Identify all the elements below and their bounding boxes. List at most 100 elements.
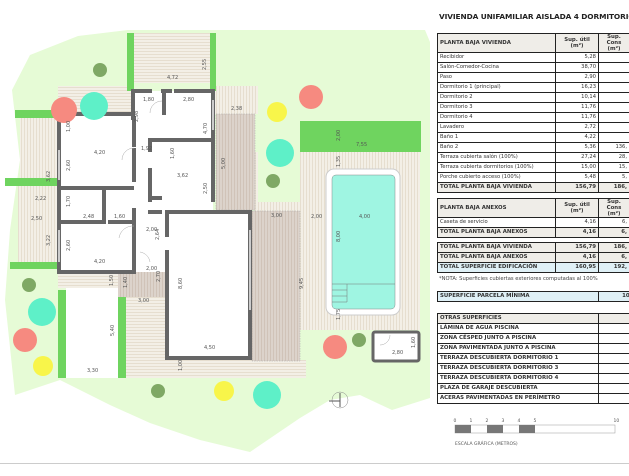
table-row: SUPERFICIE PARCELA MÍNIMA10.000, <box>437 291 629 302</box>
dim-label: 1,80 <box>143 97 154 103</box>
dim-label: 3,62 <box>177 173 188 179</box>
terrace-top <box>133 33 213 83</box>
dim-label: 3,22 <box>46 235 52 246</box>
note: *NOTA: Superficies cubiertas exteriores … <box>439 276 598 282</box>
dim-label: 1,00 <box>178 360 184 371</box>
hedges <box>5 33 421 378</box>
tree-salmon <box>299 85 323 109</box>
dim-label: 2,00 <box>311 214 322 220</box>
scale-tick-label: 2 <box>486 418 489 424</box>
table-row: LÁMINA DE AGUA PISCINA32, <box>437 323 629 334</box>
table-row: Caseta de servicio 4,16 6, <box>437 217 629 228</box>
dim-label: 1,92 <box>141 146 152 152</box>
area-schedule: VIVIENDA UNIFAMILIAR AISLADA 4 DORMITORI… <box>437 0 629 476</box>
dim-label: 1,70 <box>66 196 72 207</box>
dim-label: 2,64 <box>155 229 161 240</box>
garage-path <box>58 272 120 288</box>
dim-label: 1,00 <box>66 121 72 132</box>
dim-label: 1,60 <box>170 148 176 159</box>
trees <box>13 63 366 409</box>
tree-salmon <box>13 328 37 352</box>
dim-label: 2,98 <box>134 111 140 122</box>
tree-dark-green <box>352 333 366 347</box>
table-row: ZONA CÉSPED JUNTO A PISCINA15, <box>437 333 629 344</box>
terrace-left-1 <box>20 118 58 180</box>
tree-salmon <box>323 335 347 359</box>
dim-label: 1,75 <box>336 309 342 320</box>
sheet-title: VIVIENDA UNIFAMILIAR AISLADA 4 DORMITORI… <box>439 12 629 21</box>
dim-label: 2,60 <box>66 160 72 171</box>
dim-label: 2,22 <box>35 196 46 202</box>
door-swings <box>118 100 391 346</box>
dim-label: 3,62 <box>46 171 52 182</box>
dim-label: 9,45 <box>299 278 305 289</box>
tree-yellow <box>267 102 287 122</box>
dim-label: 1,60 <box>411 337 417 348</box>
dim-label: 4,50 <box>204 345 215 351</box>
table-parcela: SUPERFICIE PARCELA MÍNIMA10.000, <box>437 291 629 302</box>
scale-tick-label: 0 <box>454 418 457 424</box>
table-otras: OTRAS SUPERFICIES LÁMINA DE AGUA PISCINA… <box>437 313 629 404</box>
table-row: Dormitorio 1 (principal)16,23 <box>437 82 629 93</box>
dim-label: 3,00 <box>138 298 149 304</box>
scale-tick-label: 4 <box>518 418 521 424</box>
scale-tick-label: 10 <box>614 418 620 424</box>
pool-water <box>331 174 396 310</box>
table-header: OTRAS SUPERFICIES <box>437 313 629 324</box>
table-row: ZONA PAVIMENTADA JUNTO A PISCINA48, <box>437 343 629 354</box>
dim-label: 4,72 <box>167 75 178 81</box>
tree-yellow <box>214 381 234 401</box>
dim-label: 2,00 <box>336 130 342 141</box>
tree-yellow <box>33 356 53 376</box>
table-row: TERRAZA DESCUBIERTA DORMITORIO 111, <box>437 353 629 364</box>
dim-label: 2,48 <box>83 214 94 220</box>
dimension-labels: 4,72 2,55 1,80 2,80 2,98 4,70 1,92 1,60 … <box>31 59 417 374</box>
dim-label: 4,70 <box>203 123 209 134</box>
dim-label: 4,20 <box>94 150 105 156</box>
covered-terrace-bedrooms <box>215 113 256 211</box>
dim-label: 2,70 <box>156 271 162 282</box>
dim-label: 5,00 <box>221 158 227 169</box>
dim-label: 2,00 <box>146 227 157 233</box>
service-shed <box>371 330 421 363</box>
dim-label: 2,00 <box>146 266 157 272</box>
scale-label: ESCALA GRÁFICA (METROS) <box>455 440 518 447</box>
floor-plan: 4,72 2,55 1,80 2,80 2,98 4,70 1,92 1,60 … <box>5 30 430 452</box>
entrance-walk <box>126 297 166 378</box>
scale-tick-label: 5 <box>534 418 537 424</box>
tree-teal <box>253 381 281 409</box>
dim-label: 4,00 <box>359 214 370 220</box>
divider <box>0 463 629 464</box>
dim-label: 2,38 <box>231 106 242 112</box>
table-anexos: PLANTA BAJA ANEXOS Sup. útil (m²) Sup. C… <box>437 198 629 238</box>
covered-terrace-salon <box>251 210 301 362</box>
dim-label: 8,60 <box>178 278 184 289</box>
dim-label: 3,00 <box>271 213 282 219</box>
house-floor <box>59 91 250 358</box>
garage-plaza <box>66 288 118 378</box>
dim-label: 2,60 <box>66 240 72 251</box>
dim-label: 1,40 <box>123 277 129 288</box>
table-row: PLAZA DE GARAJE DESCUBIERTA18, <box>437 383 629 394</box>
tree-dark-green <box>266 174 280 188</box>
dim-label: 5,40 <box>110 325 116 336</box>
dim-label: 7,55 <box>356 142 367 148</box>
windows <box>58 100 251 310</box>
tree-dark-green <box>151 384 165 398</box>
perimeter-walk <box>166 360 306 378</box>
dim-label: 2,80 <box>392 350 403 356</box>
north-arrow-icon <box>329 391 349 409</box>
